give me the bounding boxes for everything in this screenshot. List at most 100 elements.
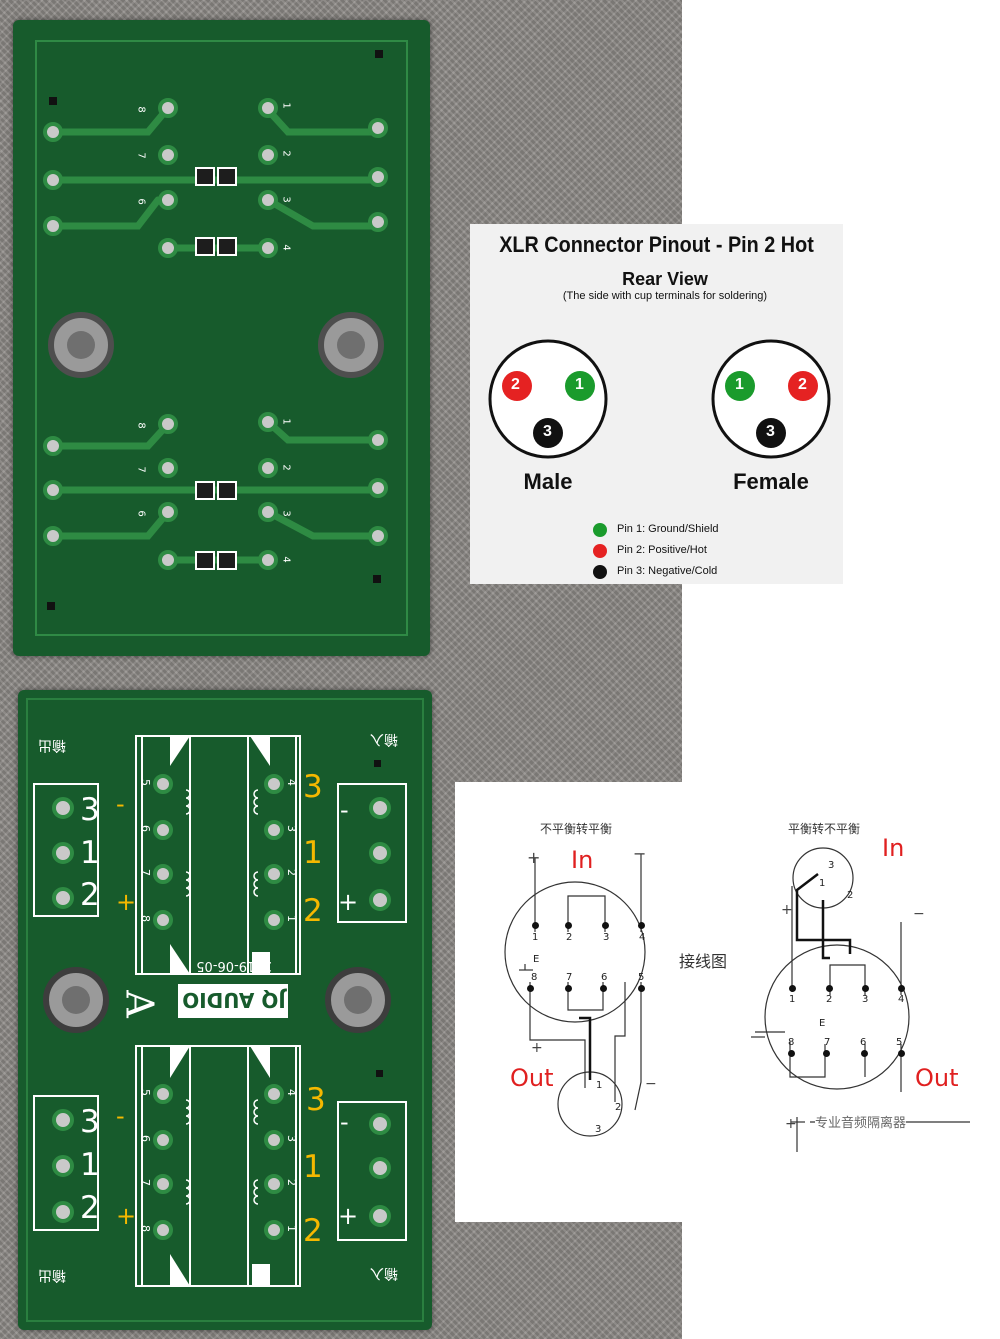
right-xlr-pin-2: 2 (847, 890, 854, 901)
right-title: 平衡转不平衡 (788, 822, 861, 836)
female-pin-3-label: 3 (766, 423, 775, 440)
male-pin-1-label: 1 (575, 376, 584, 393)
male-pin-1-dot (565, 371, 595, 401)
bobbin-pin-3a: 3 (285, 825, 298, 832)
left-top-pin-3-dot (602, 922, 609, 929)
female-pin-1-dot (725, 371, 755, 401)
left-top-pin-2: 2 (566, 932, 573, 943)
right-bottom-pin-8-dot (788, 1050, 795, 1057)
right-plus-bottom: + (785, 1116, 797, 1132)
pcb-front-border (26, 698, 424, 1322)
right-top-pin-3: 3 (862, 994, 869, 1005)
right-bottom-pin-8: 8 (788, 1037, 795, 1048)
pcb-front-side: JQ AUDIO 2019-06-05 A 输出 输入 输出 输入 5 6 7 … (18, 690, 432, 1330)
xlr-connectors (488, 339, 831, 459)
right-bottom-pin-6: 6 (860, 1037, 867, 1048)
right-minus-top: − (913, 906, 925, 922)
bobbin-pin-4b: 4 (285, 1089, 298, 1096)
anno-left-minus-upper: - (116, 790, 125, 818)
legend-pin1: Pin 1: Ground/Shield (617, 523, 719, 535)
right-in-label: In (882, 834, 905, 862)
anno-right-2-lower: 2 (303, 1213, 323, 1249)
pcb-silk-output-bottom: 输出 (38, 1267, 66, 1283)
footer-label: 专业音频隔离器 (815, 1112, 907, 1131)
bobbin-pin-6a: 6 (139, 825, 152, 832)
right-top-pin-4-dot (898, 985, 905, 992)
back-pin-label-2b: 2 (280, 464, 292, 471)
male-pin-3-label: 3 (543, 423, 552, 440)
left-plus-bottom: + (531, 1040, 543, 1056)
right-top-pin-3-dot (862, 985, 869, 992)
anno-right-minus-upper: - (340, 796, 349, 824)
male-connector-outline (488, 339, 608, 459)
right-out-label: Out (915, 1064, 959, 1092)
male-pin-2-dot (502, 371, 532, 401)
anno-left-2-lower: 2 (80, 1190, 100, 1226)
left-bottom-pin-7: 7 (566, 972, 573, 983)
xlr-note: (The side with cup terminals for solderi… (562, 290, 768, 302)
left-top-pin-2-dot (565, 922, 572, 929)
anno-right-minus-lower: - (340, 1108, 349, 1136)
left-in-label: In (571, 846, 594, 874)
back-pin-label-3b: 3 (280, 510, 292, 517)
left-xlr-pin-2: 2 (615, 1102, 622, 1113)
male-label: Male (523, 469, 573, 494)
bobbin-pin-2a: 2 (285, 869, 298, 876)
anno-right-plus-upper: + (338, 888, 359, 916)
right-xlr-pin-1: 1 (819, 878, 826, 889)
left-e-label: E (533, 954, 540, 965)
bobbin-pin-8a: 8 (139, 915, 152, 922)
back-pin-label-7b: 7 (135, 466, 147, 473)
back-pin-label-8b: 8 (135, 422, 147, 429)
male-pin-3-dot (533, 418, 563, 448)
back-pin-label-4b: 4 (280, 556, 292, 563)
pcb-letter: A (117, 990, 162, 1018)
back-pin-label-4a: 4 (280, 244, 292, 251)
anno-left-1-lower: 1 (80, 1147, 100, 1183)
bobbin-pin-3b: 3 (285, 1135, 298, 1142)
left-top-pin-1-dot (532, 922, 539, 929)
female-label: Female (733, 469, 809, 494)
left-plus-top: + (527, 848, 541, 867)
right-e-label: E (819, 1018, 826, 1029)
anno-left-3-upper: 3 (80, 792, 100, 828)
right-top-pin-1-dot (789, 985, 796, 992)
female-pin-1-label: 1 (735, 376, 744, 393)
female-pin-3-dot (756, 418, 786, 448)
legend-dot-pin1 (593, 523, 607, 537)
bobbin-pin-4a: 4 (285, 779, 298, 786)
right-bottom-pin-7-dot (823, 1050, 830, 1057)
anno-left-2-upper: 2 (80, 877, 100, 913)
xlr-pinout-card: XLR Connector Pinout - Pin 2 Hot Rear Vi… (470, 224, 843, 584)
bobbin-pin-2b: 2 (285, 1179, 298, 1186)
right-top-pin-2: 2 (826, 994, 833, 1005)
right-xlr-pin-3: 3 (828, 860, 835, 871)
bobbin-pin-7b: 7 (139, 1179, 152, 1186)
pcb-silk-input-top: 输入 (370, 731, 398, 747)
left-xlr-pin-1: 1 (596, 1080, 603, 1091)
pcb-back-traces (43, 50, 388, 610)
anno-right-2-upper: 2 (303, 893, 323, 929)
female-pin-2-dot (788, 371, 818, 401)
bobbin-pin-8b: 8 (139, 1225, 152, 1232)
left-bottom-pin-5: 5 (638, 972, 645, 983)
xlr-subtitle: Rear View (622, 269, 708, 289)
anno-right-plus-lower: + (338, 1202, 359, 1230)
pcb-date: 2019-06-05 (196, 958, 272, 973)
left-bottom-pin-6: 6 (601, 972, 608, 983)
back-pin-label-7a: 7 (135, 152, 147, 159)
left-top-pin-3: 3 (603, 932, 610, 943)
back-pin-label-2a: 2 (280, 150, 292, 157)
pcb-silk-output-top: 输出 (38, 737, 66, 753)
pcb-front-silkscreen (33, 735, 407, 1287)
left-top-pin-4-dot (638, 922, 645, 929)
pcb-brand: JQ AUDIO (182, 988, 286, 1012)
left-bottom-pin-8-dot (527, 985, 534, 992)
right-top-pin-4: 4 (898, 994, 905, 1005)
left-minus-top: − (633, 844, 647, 863)
right-bottom-pin-7: 7 (824, 1037, 831, 1048)
female-pin-2-label: 2 (798, 376, 807, 393)
back-pin-label-6b: 6 (135, 510, 147, 517)
anno-right-1-lower: 1 (303, 1149, 323, 1185)
bobbin-pin-6b: 6 (139, 1135, 152, 1142)
